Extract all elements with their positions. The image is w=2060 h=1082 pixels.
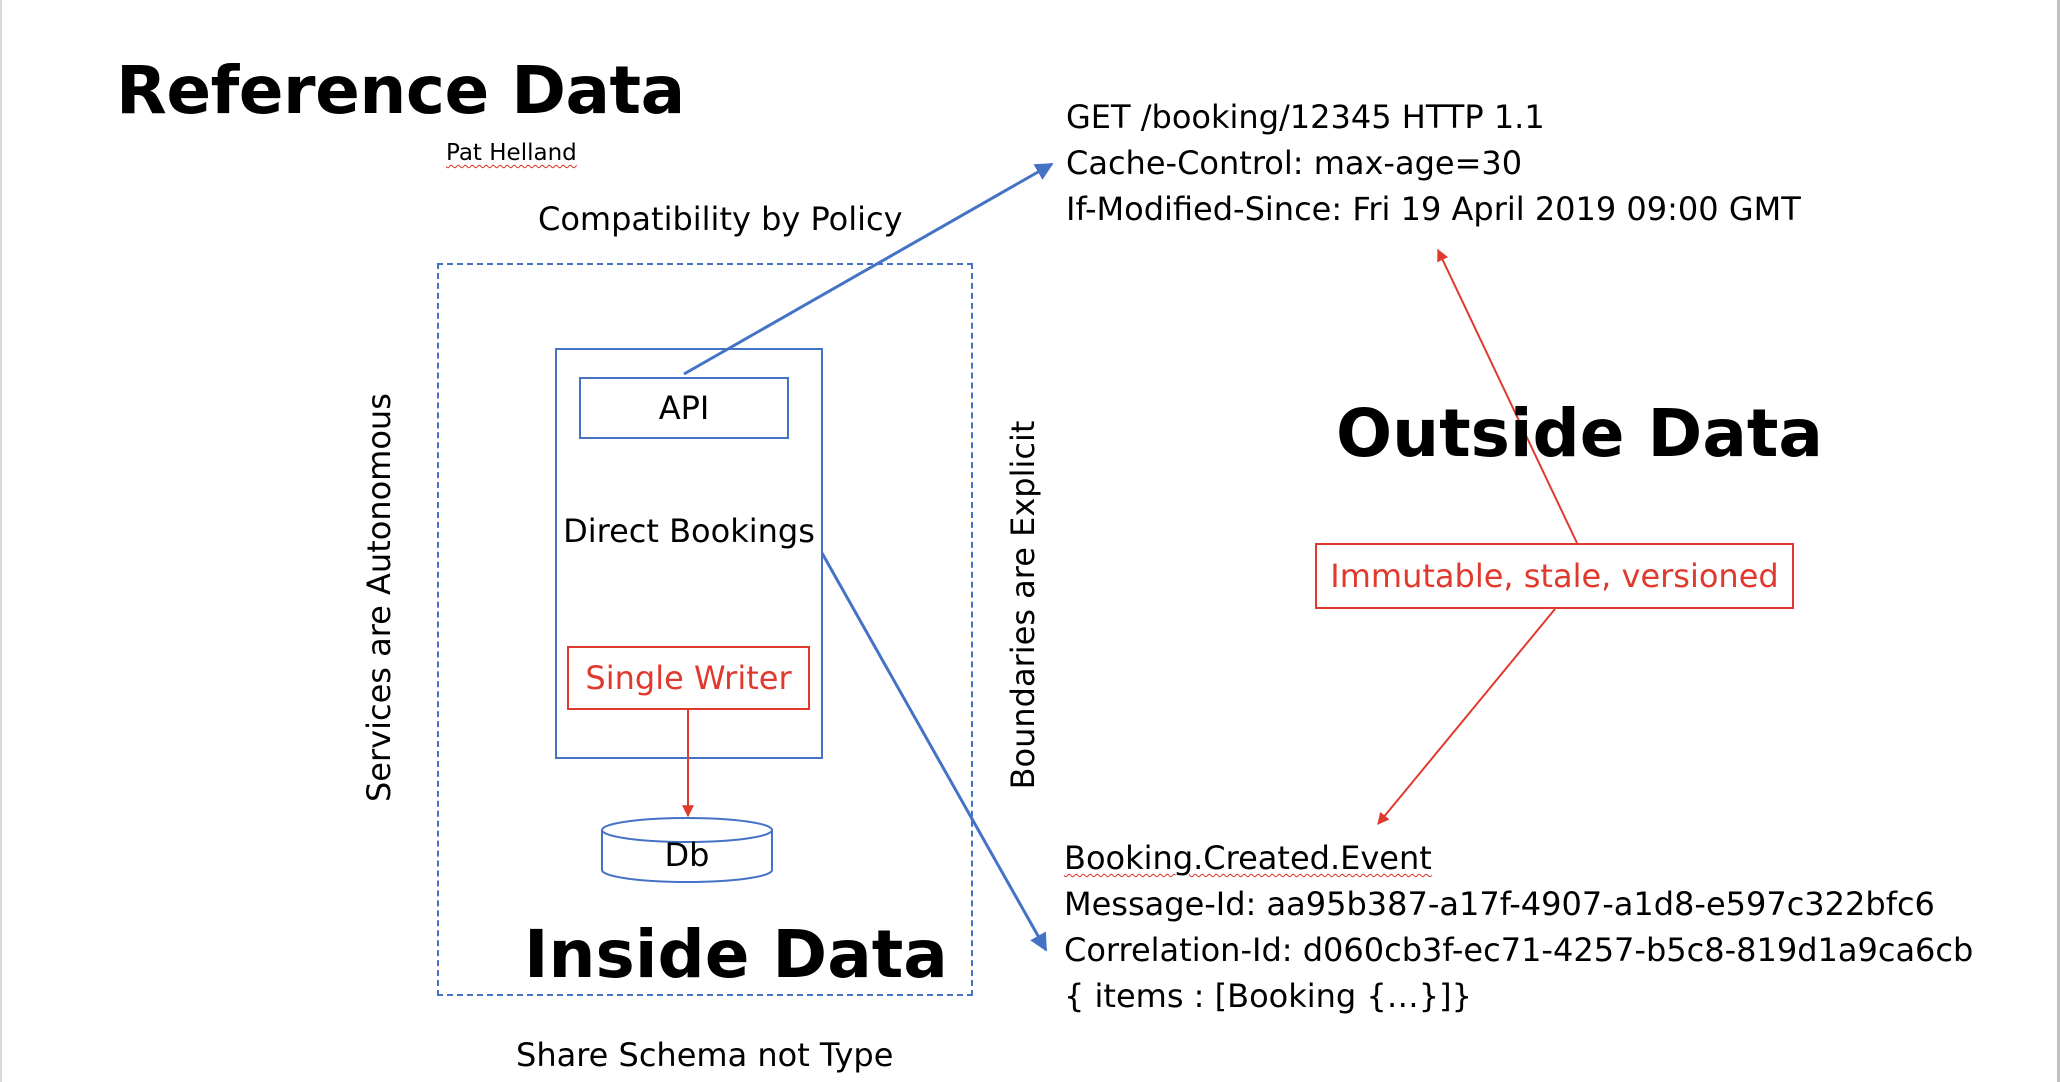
outside-data-title: Outside Data bbox=[1336, 395, 1823, 472]
service-boundary-box bbox=[437, 263, 973, 996]
compatibility-label: Compatibility by Policy bbox=[538, 200, 903, 238]
http-request-block: GET /booking/12345 HTTP 1.1 Cache-Contro… bbox=[1066, 94, 1801, 232]
event-block: Booking.Created.Event Message-Id: aa95b3… bbox=[1064, 835, 1973, 1019]
slide-edge-left bbox=[0, 0, 2, 1082]
api-to-http-arrow bbox=[683, 162, 1054, 376]
database-label: Db bbox=[664, 836, 710, 874]
immutable-to-http-arrow bbox=[1437, 248, 1578, 544]
database-cylinder bbox=[601, 817, 773, 883]
http-cache-control: Cache-Control: max-age=30 bbox=[1066, 144, 1523, 182]
http-if-modified-since: If-Modified-Since: Fri 19 April 2019 09:… bbox=[1066, 190, 1801, 228]
api-box: API bbox=[579, 377, 789, 439]
share-schema-label: Share Schema not Type bbox=[516, 1036, 894, 1074]
immutable-box: Immutable, stale, versioned bbox=[1315, 543, 1794, 609]
inside-data-title: Inside Data bbox=[524, 916, 948, 993]
single-writer-box: Single Writer bbox=[567, 646, 810, 710]
slide-title: Reference Data bbox=[116, 52, 685, 129]
immutable-to-event-arrow bbox=[1377, 608, 1556, 825]
event-payload: { items : [Booking {…}]} bbox=[1064, 977, 1472, 1015]
http-request-line: GET /booking/12345 HTTP 1.1 bbox=[1066, 98, 1545, 136]
event-correlation-id: Correlation-Id: d060cb3f-ec71-4257-b5c8-… bbox=[1064, 931, 1974, 969]
service-name: Direct Bookings bbox=[563, 512, 815, 550]
author-name: Pat Helland bbox=[446, 140, 577, 166]
slide-edge-right bbox=[2057, 0, 2060, 1082]
event-message-id: Message-Id: aa95b387-a17f-4907-a1d8-e597… bbox=[1064, 885, 1935, 923]
event-name: Booking.Created.Event bbox=[1064, 839, 1432, 877]
service-to-event-arrow bbox=[820, 552, 1048, 952]
